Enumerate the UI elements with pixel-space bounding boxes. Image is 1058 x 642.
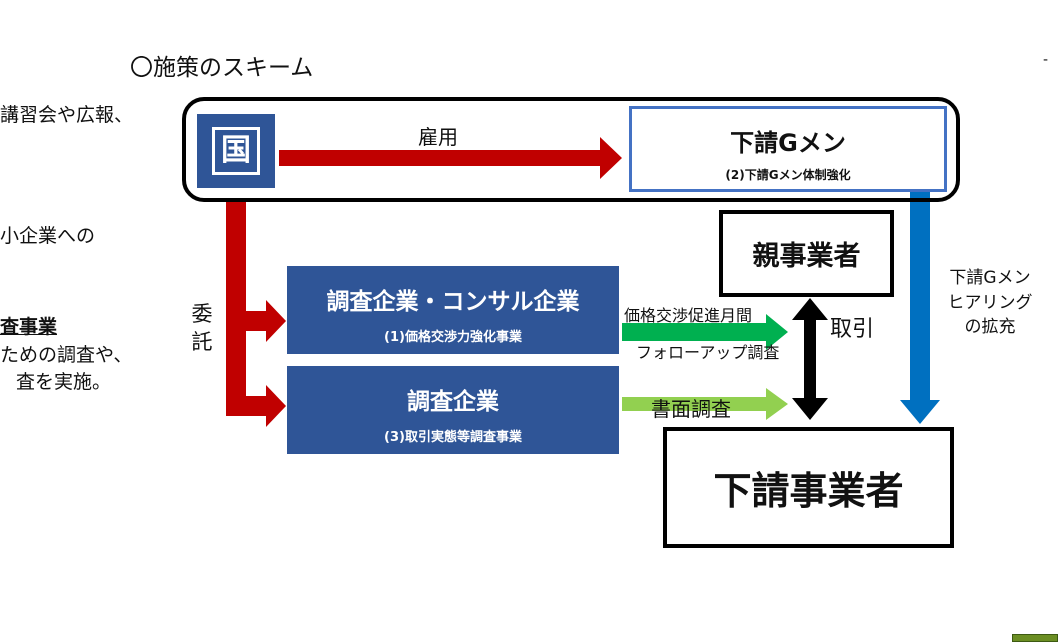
survey-consult-subtitle: (1)価格交渉力強化事業 — [384, 330, 522, 345]
left-text-line-2: 小企業への — [0, 225, 96, 247]
survey-consult-title: 調査企業・コンサル企業 — [326, 289, 580, 315]
entrust-label: 委託 — [191, 302, 213, 355]
followup-label-line-2: フォローアップ調査 — [636, 343, 780, 362]
employment-label: 雇用 — [418, 125, 458, 149]
left-text-line-5: 査を実施。 — [16, 371, 112, 393]
entrust-arrow-box1 — [246, 300, 286, 342]
subcontractor-box: 下請事業者 — [663, 427, 954, 548]
employment-arrow — [279, 137, 622, 179]
government-label: 国 — [212, 127, 260, 175]
parent-business-box: 親事業者 — [719, 210, 894, 297]
top-right-mark: - — [1043, 52, 1049, 68]
hearing-label-line-2: ヒアリング — [947, 292, 1033, 313]
entrust-arrow-trunk — [226, 201, 246, 416]
gmen-title: 下請Gメン — [730, 129, 846, 157]
survey-company-box: 調査企業 (3)取引実態等調査事業 — [287, 366, 619, 454]
government-frame — [182, 97, 960, 202]
survey-company-title: 調査企業 — [407, 389, 499, 415]
left-text-line-1: 講習会や広報、 — [0, 104, 134, 126]
hearing-label: 下請Gメン ヒアリング の拡充 — [936, 266, 1044, 340]
hearing-label-line-3: の拡充 — [964, 317, 1016, 338]
gmen-subtitle: (2)下請Gメン体制強化 — [725, 168, 851, 182]
survey-consult-box: 調査企業・コンサル企業 (1)価格交渉力強化事業 — [287, 266, 619, 354]
survey-company-subtitle: (3)取引実態等調査事業 — [384, 430, 522, 445]
left-text-line-4: ための調査や、 — [0, 344, 133, 366]
written-survey-arrow — [622, 388, 788, 420]
hearing-arrow — [900, 192, 940, 424]
entrust-arrow-box3 — [226, 385, 286, 427]
government-box: 国 — [197, 114, 275, 188]
followup-arrow — [622, 314, 788, 350]
scheme-heading: 〇施策のスキーム — [130, 55, 314, 81]
left-text-line-3: 査事業 — [0, 316, 58, 338]
hearing-label-line-1: 下請Gメン — [949, 268, 1031, 288]
written-survey-label: 書面調査 — [651, 397, 731, 421]
followup-label-line-1: 価格交渉促進月間 — [624, 306, 753, 325]
transaction-label: 取引 — [830, 317, 875, 342]
gmen-box: 下請Gメン (2)下請Gメン体制強化 — [629, 106, 947, 192]
transaction-arrow — [792, 298, 828, 420]
slide-corner-decoration — [1012, 634, 1058, 642]
